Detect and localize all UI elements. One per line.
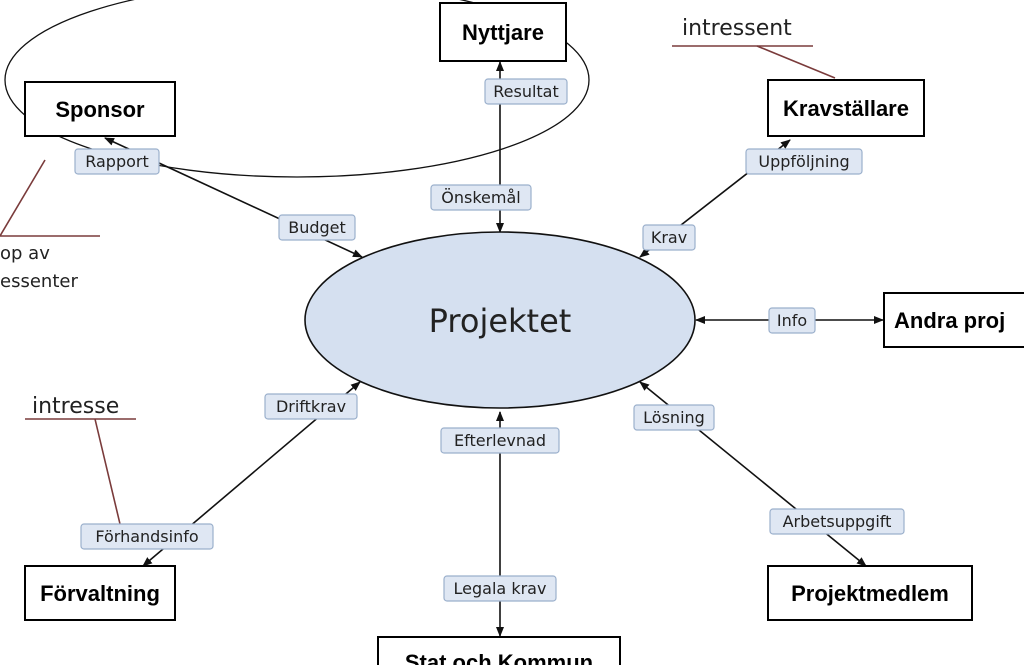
node-andra-projekt: Andra proj xyxy=(883,292,1024,348)
tag-losning: Lösning xyxy=(633,404,715,431)
tag-onskemal: Önskemål xyxy=(430,184,532,211)
tag-driftkrav: Driftkrav xyxy=(264,393,358,420)
tag-resultat: Resultat xyxy=(484,78,568,105)
note-grupp-line2: essenter xyxy=(0,271,78,292)
svg-text:Andra proj: Andra proj xyxy=(894,308,1005,333)
project-label: Projektet xyxy=(429,302,572,340)
svg-text:Uppföljning: Uppföljning xyxy=(758,152,849,171)
note-intressent: intressent xyxy=(682,16,792,41)
svg-text:Arbetsuppgift: Arbetsuppgift xyxy=(783,512,892,531)
svg-text:Kravställare: Kravställare xyxy=(783,96,909,121)
svg-text:Rapport: Rapport xyxy=(85,152,149,171)
tag-rapport: Rapport xyxy=(74,148,160,175)
tag-efterlevnad: Efterlevnad xyxy=(440,427,560,454)
tag-uppfoljning: Uppföljning xyxy=(745,148,863,175)
tag-krav: Krav xyxy=(642,224,696,251)
node-nyttjare: Nyttjare xyxy=(439,2,567,62)
svg-text:Efterlevnad: Efterlevnad xyxy=(454,431,546,450)
project-ellipse xyxy=(304,231,696,409)
note-grupp-line1: op av xyxy=(0,243,50,264)
svg-text:Lösning: Lösning xyxy=(643,408,705,427)
note-lines xyxy=(0,45,836,525)
svg-text:Nyttjare: Nyttjare xyxy=(462,20,544,45)
node-stat-kommun: Stat och Kommun xyxy=(377,636,621,665)
node-kravstallare: Kravställare xyxy=(767,79,925,137)
svg-text:Förvaltning: Förvaltning xyxy=(40,581,160,606)
svg-text:Projektmedlem: Projektmedlem xyxy=(791,581,949,606)
svg-text:Budget: Budget xyxy=(288,218,346,237)
svg-text:Sponsor: Sponsor xyxy=(55,97,145,122)
tag-forhandsinfo: Förhandsinfo xyxy=(80,523,214,550)
tag-legala-krav: Legala krav xyxy=(443,575,557,602)
svg-text:Resultat: Resultat xyxy=(493,82,559,101)
node-projektmedlem: Projektmedlem xyxy=(767,565,973,621)
note-intresse: intresse xyxy=(32,394,119,419)
svg-text:Legala krav: Legala krav xyxy=(454,579,547,598)
tag-budget: Budget xyxy=(278,214,356,241)
svg-text:Driftkrav: Driftkrav xyxy=(276,397,346,416)
node-forvaltning: Förvaltning xyxy=(24,565,176,621)
tag-info: Info xyxy=(768,307,816,334)
svg-text:Stat och Kommun: Stat och Kommun xyxy=(405,650,593,665)
svg-text:Krav: Krav xyxy=(651,228,687,247)
svg-text:Förhandsinfo: Förhandsinfo xyxy=(95,527,198,546)
node-sponsor: Sponsor xyxy=(24,81,176,137)
svg-text:Info: Info xyxy=(777,311,807,330)
tag-arbetsuppgift: Arbetsuppgift xyxy=(769,508,905,535)
svg-text:Önskemål: Önskemål xyxy=(441,188,520,207)
